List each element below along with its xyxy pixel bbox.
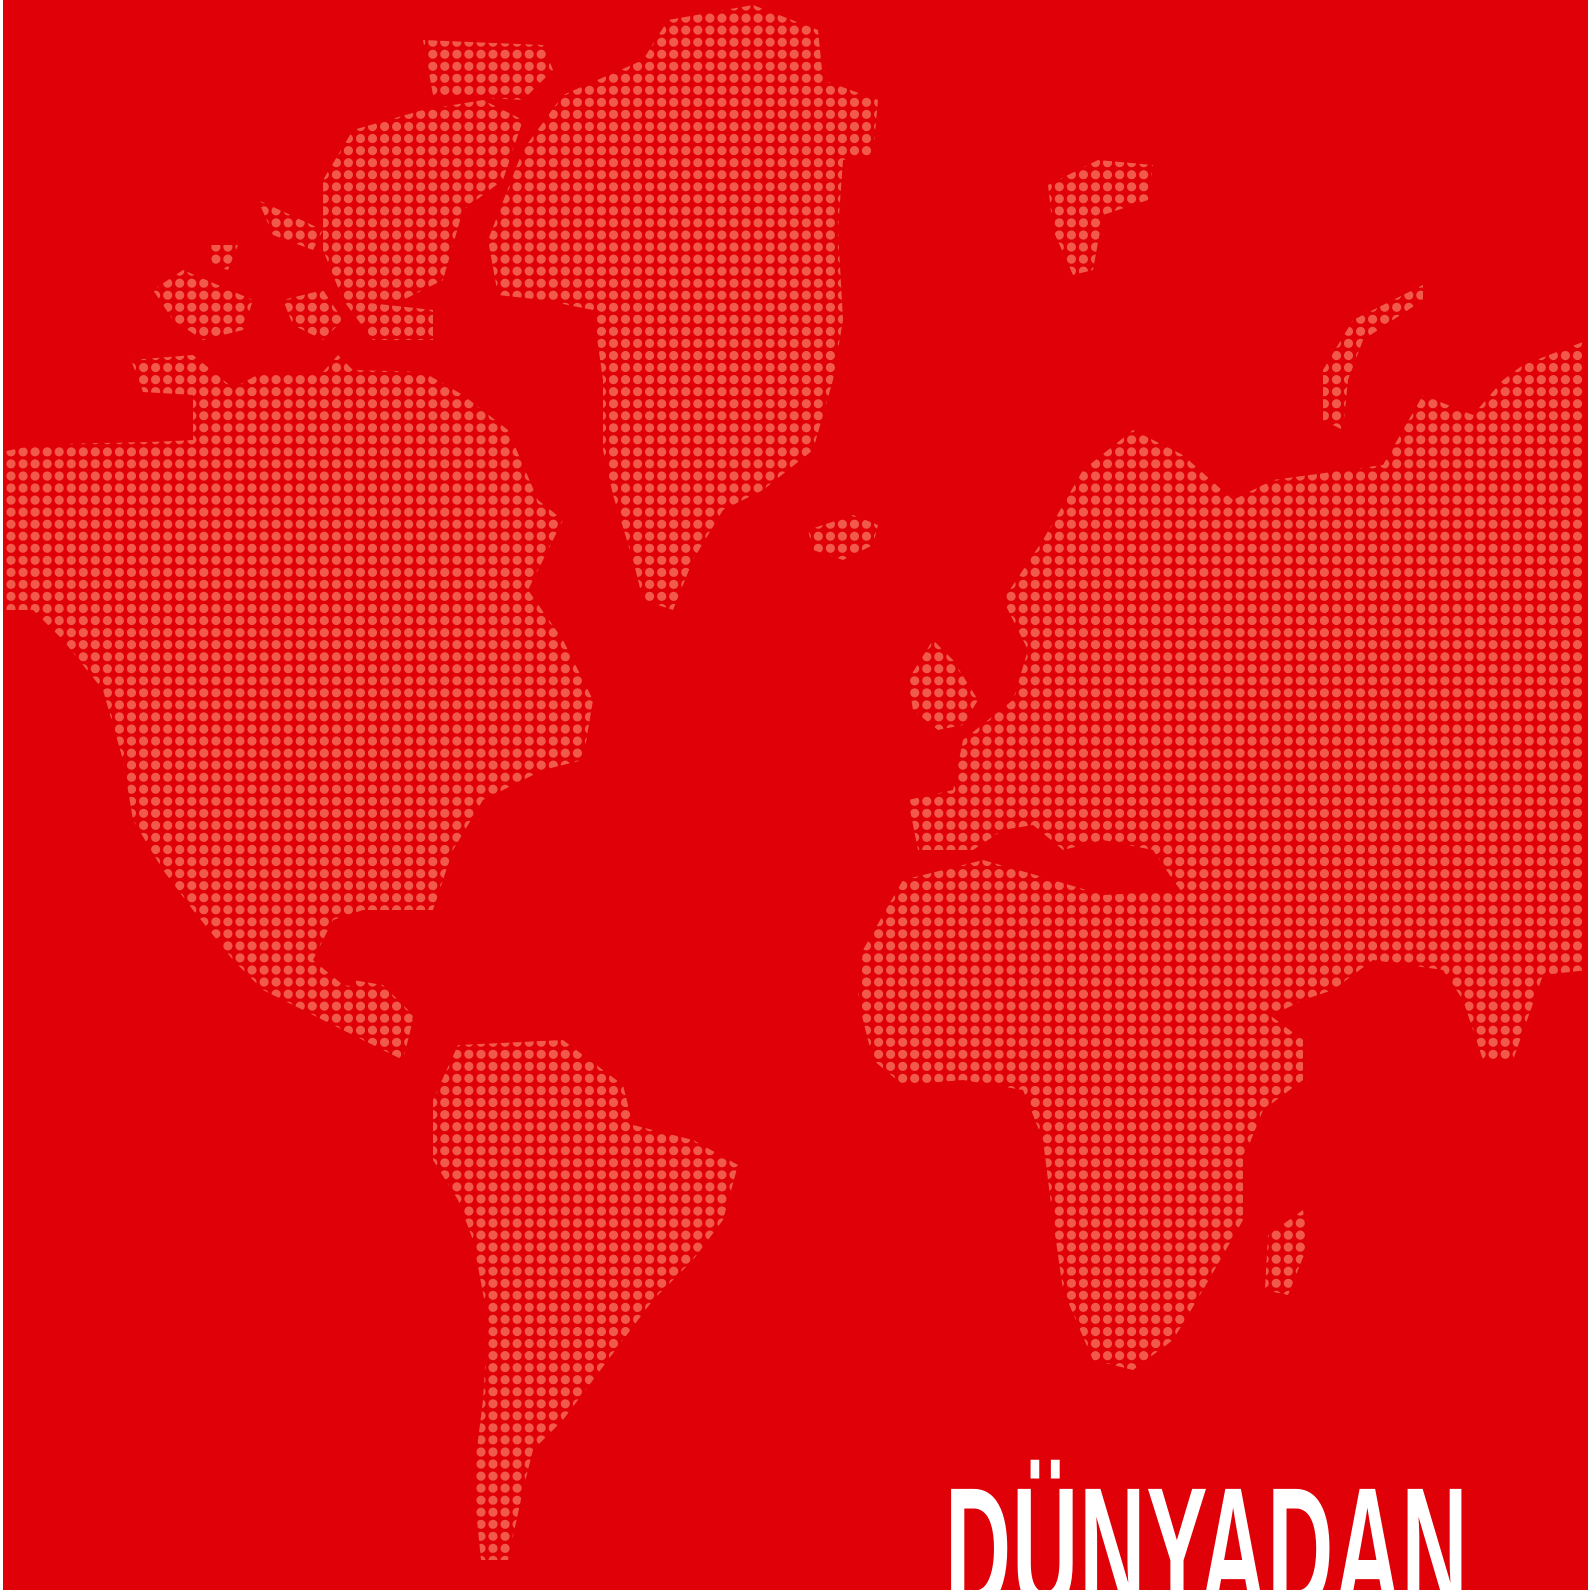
map-background	[3, 0, 1588, 1590]
headline: DÜNYADAN	[945, 1452, 1469, 1590]
world-map-icon	[3, 0, 1588, 1590]
poster: DÜNYADAN	[3, 0, 1588, 1590]
